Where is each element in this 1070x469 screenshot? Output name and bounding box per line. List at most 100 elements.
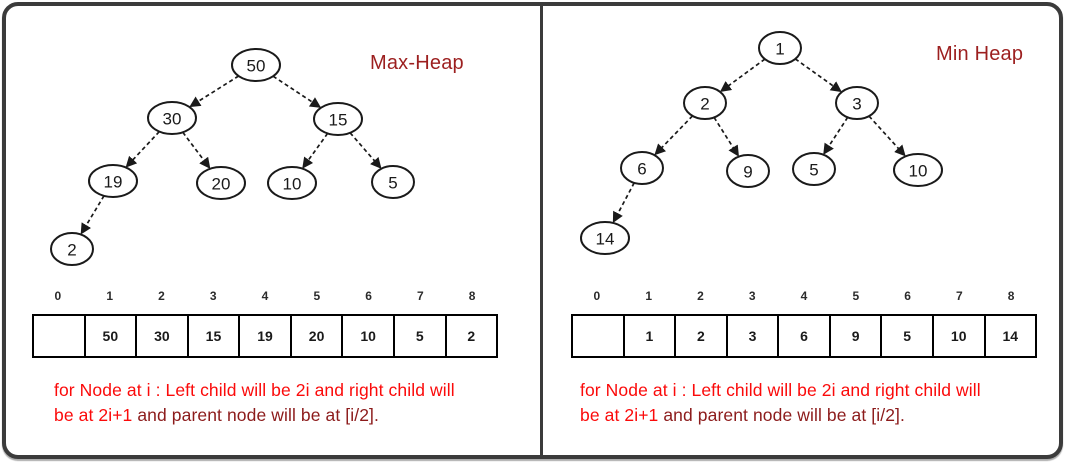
tree-node-20: 20	[196, 166, 246, 200]
tree-edge-1-2	[719, 58, 766, 93]
tree-edge-50-15	[272, 75, 322, 108]
tree-edge-6-14	[612, 182, 635, 224]
array-index-6: 6	[904, 289, 911, 303]
tree-edge-3-5	[823, 116, 849, 155]
tree-node-3: 3	[835, 86, 879, 120]
array-cell-4: 19	[240, 316, 292, 356]
array-cell-5: 20	[292, 316, 344, 356]
min-heap-tree-diagram: 1 2 3 6 9 5 10 14	[580, 31, 943, 255]
array-index-7: 7	[956, 289, 963, 303]
tree-edge-15-10	[302, 132, 329, 169]
tree-node-10: 10	[267, 166, 317, 200]
array-cell-0	[34, 316, 86, 356]
tree-node-10: 10	[893, 153, 943, 187]
array-cell-2: 2	[676, 316, 728, 356]
tree-node-14: 14	[580, 221, 630, 255]
array-index-1: 1	[645, 289, 653, 303]
array-index-1: 1	[106, 289, 114, 303]
svg-text:5: 5	[809, 161, 818, 180]
svg-text:10: 10	[909, 162, 928, 181]
tree-edge-30-19	[125, 131, 160, 168]
array-index-7: 7	[417, 289, 424, 303]
array-cell-8: 14	[1002, 328, 1019, 344]
array-index-4: 4	[800, 289, 808, 303]
tree-node-50: 50	[231, 48, 281, 82]
array-index-5: 5	[852, 289, 860, 303]
svg-text:5: 5	[388, 174, 397, 193]
svg-text:2: 2	[67, 241, 76, 260]
tree-node-5: 5	[792, 152, 836, 186]
array-cell-7: 10	[934, 316, 986, 356]
array-index-4: 4	[261, 289, 269, 303]
min-heap-title: Min Heap	[936, 43, 1024, 65]
tree-node-15: 15	[313, 102, 363, 136]
tree-node-2: 2	[683, 86, 727, 120]
tree-edge-1-3	[794, 58, 842, 93]
note-line1-red-text: for Node at i : Left child will be 2i an…	[580, 380, 981, 400]
tree-edge-19-2	[80, 195, 105, 235]
svg-text:14: 14	[596, 230, 615, 249]
tree-node-6: 6	[620, 151, 664, 185]
array-index-2: 2	[158, 289, 165, 303]
note-line1-red-text: for Node at i : Left child will be 2i an…	[54, 380, 455, 400]
svg-text:10: 10	[283, 175, 302, 194]
array-cell-2: 30	[137, 316, 189, 356]
tree-node-5: 5	[371, 165, 415, 199]
array-index-8: 8	[468, 289, 476, 303]
array-index-3: 3	[748, 289, 756, 303]
tree-edge-30-20	[182, 131, 211, 169]
max-heap-note: for Node at i : Left child will be 2i an…	[54, 378, 516, 429]
tree-node-2: 2	[50, 232, 94, 266]
svg-text:1: 1	[775, 40, 784, 59]
array-cell-1: 1	[625, 316, 677, 356]
svg-text:9: 9	[743, 163, 752, 182]
min-heap-note: for Node at i : Left child will be 2i an…	[580, 378, 1042, 429]
panel-divider	[540, 6, 543, 455]
svg-text:50: 50	[247, 57, 266, 76]
note-line2-dark-text: and parent node will be at [i/2].	[663, 405, 905, 426]
array-cell-6: 5	[882, 316, 934, 356]
svg-text:19: 19	[104, 173, 123, 192]
array-index-2: 2	[697, 289, 704, 303]
array-cell-8: 2	[467, 328, 476, 344]
tree-node-19: 19	[88, 164, 138, 198]
tree-edge-15-5	[349, 132, 382, 169]
tree-edge-2-6	[654, 115, 694, 156]
array-index-0: 0	[593, 289, 601, 303]
array-cell-4: 6	[779, 316, 831, 356]
tree-node-30: 30	[147, 101, 197, 135]
array-index-8: 8	[1007, 289, 1015, 303]
note-line2-dark-text: and parent node will be at [i/2].	[137, 405, 379, 426]
svg-text:20: 20	[212, 175, 231, 194]
max-heap-title: Max-Heap	[370, 52, 464, 74]
svg-text:6: 6	[637, 160, 646, 179]
tree-edge-50-30	[189, 75, 240, 108]
array-cell-1: 50	[86, 316, 138, 356]
array-cell-0	[573, 316, 625, 356]
svg-text:3: 3	[852, 95, 861, 114]
tree-node-1: 1	[758, 31, 802, 65]
array-index-6: 6	[365, 289, 372, 303]
tree-node-9: 9	[726, 154, 770, 188]
array-cell-5: 9	[831, 316, 883, 356]
svg-text:30: 30	[163, 110, 182, 129]
svg-text:15: 15	[329, 111, 348, 130]
array-cell-3: 3	[728, 316, 780, 356]
array-index-3: 3	[209, 289, 217, 303]
tree-edge-3-10	[868, 115, 906, 157]
array-cell-3: 15	[189, 316, 241, 356]
array-cell-7: 5	[395, 316, 447, 356]
max-heap-tree-diagram: 50 30 15 19 20 10 5 2	[50, 48, 415, 266]
array-index-5: 5	[313, 289, 321, 303]
min-heap-array-index-row: 0 1 2 3 4 5 6 7 8	[571, 289, 1037, 304]
array-cell-6: 10	[343, 316, 395, 356]
note-line2-red-text: be at 2i+1	[580, 405, 664, 426]
